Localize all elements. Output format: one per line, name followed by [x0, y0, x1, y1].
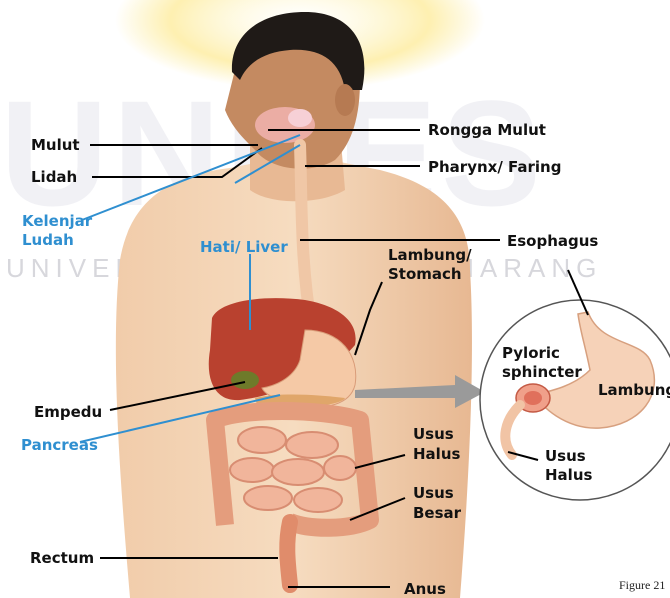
label-lambung-zoom: Lambung — [598, 381, 670, 399]
label-lidah: Lidah — [31, 168, 77, 186]
label-pharynx: Pharynx/ Faring — [428, 158, 561, 176]
ear — [335, 84, 355, 116]
label-rongga-mulut: Rongga Mulut — [428, 121, 546, 139]
rectum — [287, 522, 290, 585]
gall-bladder — [231, 371, 259, 389]
label-empedu: Empedu — [34, 403, 102, 421]
label-esophagus: Esophagus — [507, 232, 598, 250]
label-mulut: Mulut — [31, 136, 80, 154]
label-kelenjar-ludah-line2: Ludah — [22, 231, 74, 249]
label-usus-halus-line2: Halus — [413, 445, 460, 463]
label-usus-halus-zoom-line2: Halus — [545, 466, 592, 484]
figure-caption: Figure 21 — [619, 578, 665, 593]
label-usus-halus-line1: Usus — [413, 425, 454, 443]
salivary-gland — [288, 109, 312, 127]
label-pyloric-line1: Pyloric — [502, 344, 560, 362]
label-kelenjar-ludah-line1: Kelenjar — [22, 212, 92, 230]
label-rectum: Rectum — [30, 549, 94, 567]
label-lambung-line2: Stomach — [388, 265, 462, 283]
label-usus-halus-zoom-line1: Usus — [545, 447, 586, 465]
label-pancreas: Pancreas — [21, 436, 98, 454]
label-anus: Anus — [404, 580, 446, 598]
label-usus-besar-line2: Besar — [413, 504, 461, 522]
label-hati-liver: Hati/ Liver — [200, 238, 288, 256]
label-usus-besar-line1: Usus — [413, 484, 454, 502]
label-pyloric-line2: sphincter — [502, 363, 582, 381]
label-lambung-line1: Lambung/ — [388, 246, 472, 264]
